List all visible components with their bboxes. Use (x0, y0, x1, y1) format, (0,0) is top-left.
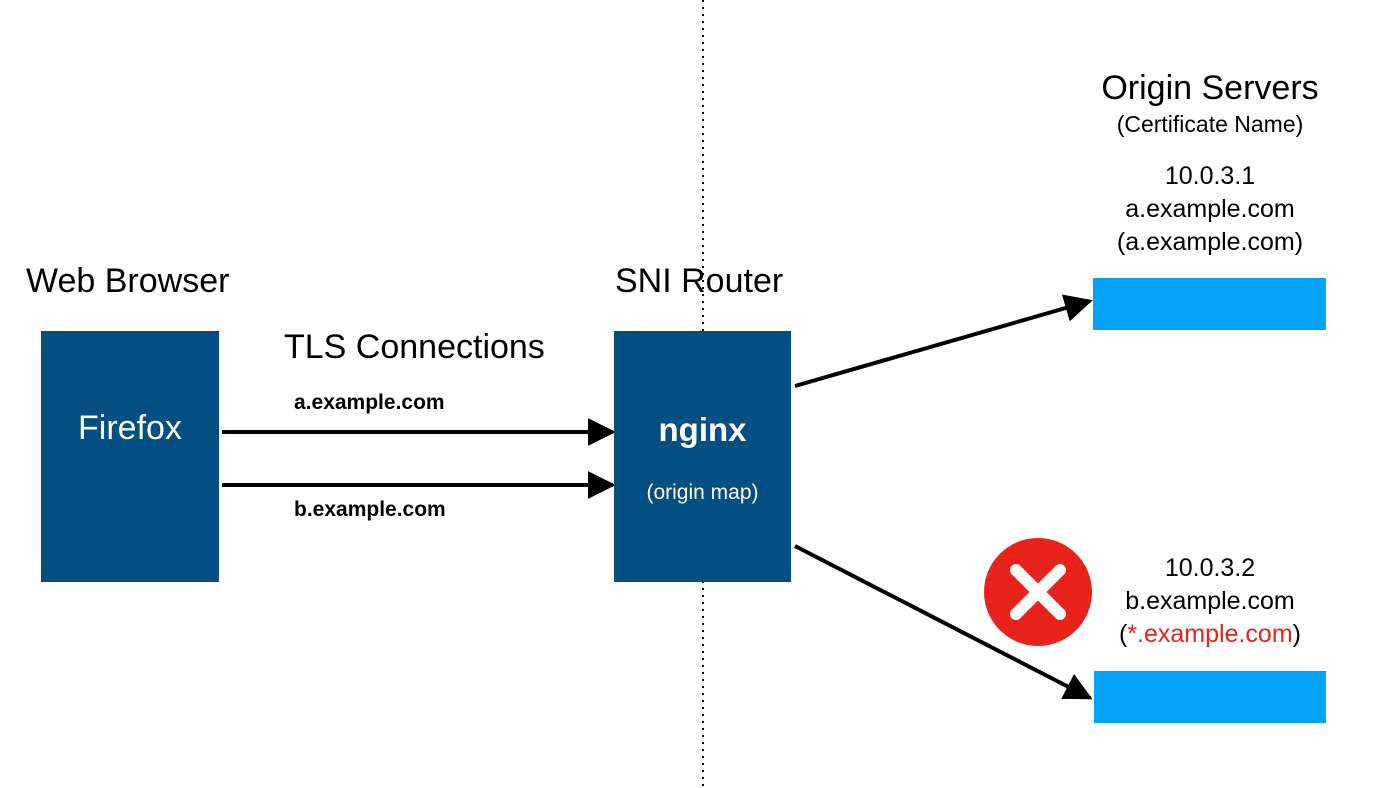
server-b-cert-open: ( (1118, 620, 1128, 648)
server-a-ip: 10.0.3.1 (1164, 162, 1256, 190)
browser-heading: Web Browser (26, 262, 230, 300)
arrow-router-to-server-b (794, 544, 1093, 700)
router-heading: SNI Router (615, 262, 784, 300)
server-a-host: a.example.com (1125, 195, 1295, 223)
server-b-host: b.example.com (1125, 587, 1295, 615)
server-b-cert-close: ) (1292, 620, 1301, 648)
origin-subheading: (Certificate Name) (1116, 111, 1304, 137)
connection-a-label: a.example.com (294, 391, 445, 414)
server-b-cert: (*.example.com) (1060, 620, 1360, 649)
server-b-ip: 10.0.3.2 (1164, 554, 1256, 582)
server-b-cert-name: *.example.com (1127, 620, 1293, 648)
connection-b-label: b.example.com (294, 498, 446, 521)
firefox-box: Firefox (41, 331, 219, 582)
error-x-icon (984, 538, 1092, 646)
firefox-label: Firefox (78, 409, 182, 447)
nginx-label: nginx (658, 411, 747, 448)
origin-heading: Origin Servers (1101, 69, 1319, 107)
tls-heading: TLS Connections (284, 328, 545, 366)
nginx-box: nginx (origin map) (614, 331, 791, 582)
nginx-note: (origin map) (646, 481, 759, 504)
server-a-box (1093, 278, 1326, 330)
arrow-router-to-server-a (794, 294, 1093, 388)
server-a-cert: (a.example.com) (1116, 228, 1304, 256)
server-b-box (1094, 671, 1326, 723)
